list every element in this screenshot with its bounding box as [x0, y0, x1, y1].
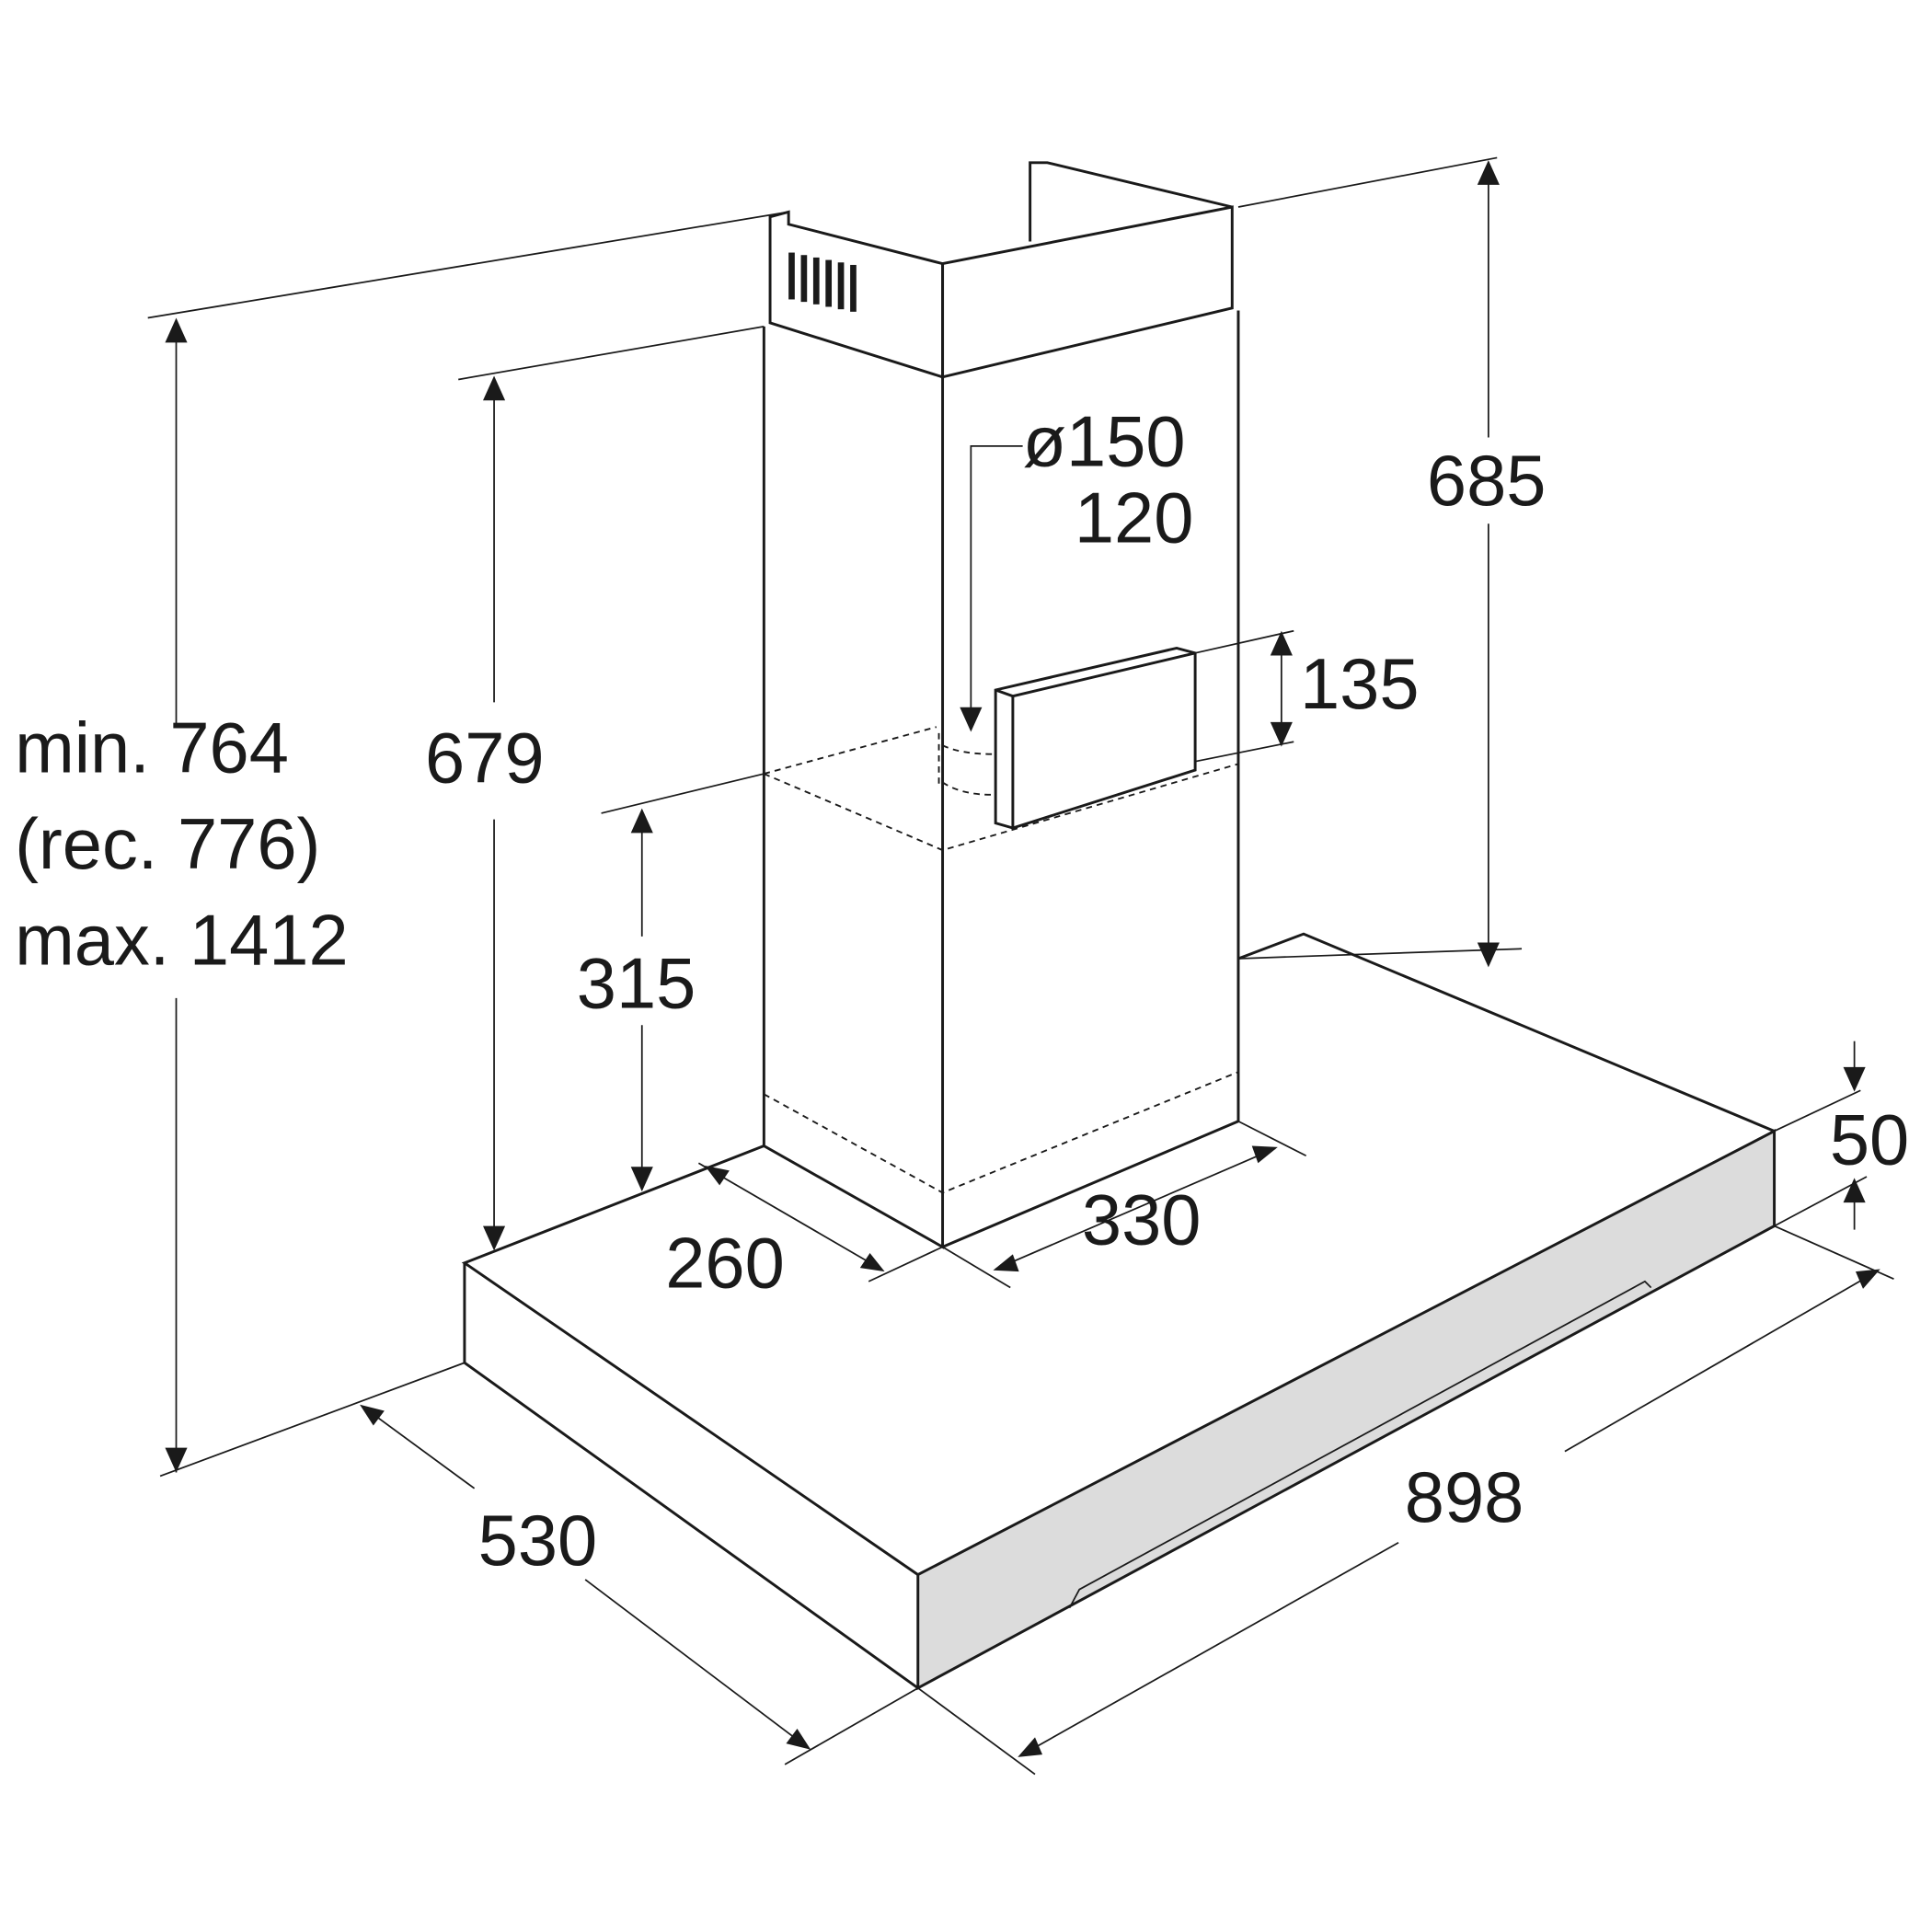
canopy — [461, 932, 1777, 1691]
label-diameter-120: 120 — [1075, 478, 1194, 558]
label-diameter-150: ø150 — [1023, 402, 1186, 481]
label-685: 685 — [1427, 442, 1547, 521]
upper-chimney — [768, 161, 1234, 379]
label-260: 260 — [665, 1225, 785, 1304]
label-rec-height: (rec. 776) — [15, 805, 320, 884]
label-530: 530 — [478, 1501, 598, 1581]
label-min-height: min. 764 — [15, 709, 289, 788]
label-135: 135 — [1300, 645, 1420, 724]
label-679: 679 — [425, 719, 545, 798]
label-50: 50 — [1830, 1101, 1909, 1180]
vent-slots-icon — [788, 252, 857, 312]
dimension-labels: min. 764 (rec. 776) max. 1412 679 315 ø1… — [15, 402, 1909, 1581]
label-330: 330 — [1082, 1181, 1202, 1260]
label-max-height: max. 1412 — [15, 902, 349, 981]
dimension-lines — [147, 156, 1894, 1776]
label-898: 898 — [1405, 1458, 1524, 1537]
duct-outlet — [994, 646, 1197, 830]
label-315: 315 — [577, 945, 696, 1024]
